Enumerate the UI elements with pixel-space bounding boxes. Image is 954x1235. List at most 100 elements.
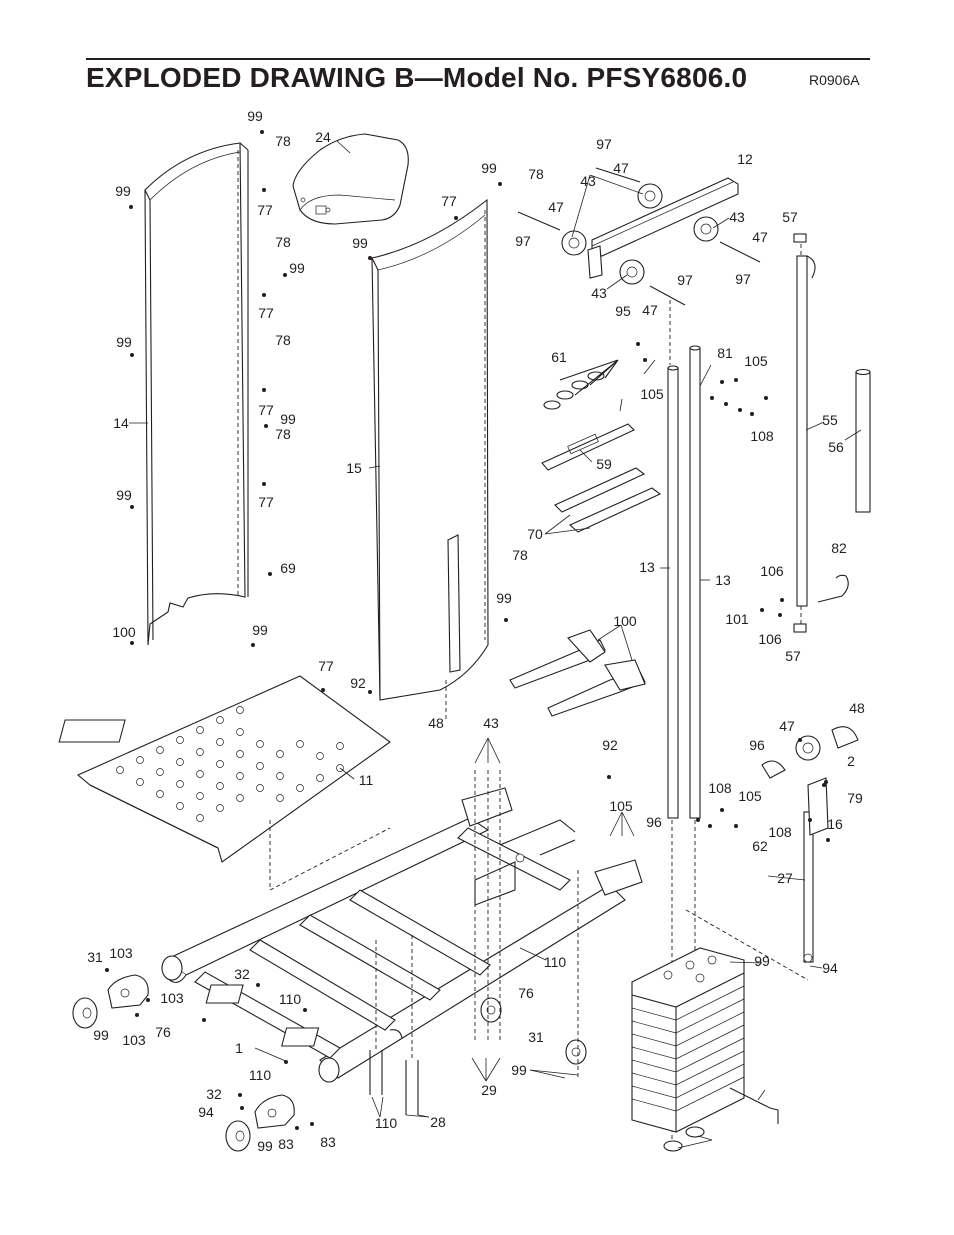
part-label: 31 (528, 1029, 544, 1045)
fastener-dots (105, 130, 830, 1130)
part-label: 99 (257, 1138, 273, 1154)
bolts-83 (369, 935, 419, 1115)
part-label: 99 (289, 260, 305, 276)
part-label: 96 (749, 737, 765, 753)
part-label: 56 (828, 439, 844, 455)
part-label: 110 (249, 1067, 272, 1083)
feet-29 (663, 1126, 705, 1152)
part-label: 78 (512, 547, 528, 563)
part-label: 99 (754, 953, 770, 969)
cable-set-61 (543, 359, 619, 410)
part-label: 97 (596, 136, 612, 152)
part-label: 28 (430, 1114, 446, 1130)
part-label: 81 (717, 345, 733, 361)
part-label: 61 (551, 349, 567, 365)
part-label: 106 (760, 563, 784, 579)
header-rule (86, 58, 870, 60)
part-label: 99 (280, 411, 296, 427)
part-label: 77 (441, 193, 457, 209)
part-label: 48 (428, 715, 444, 731)
part-label: 48 (849, 700, 865, 716)
part-label: 94 (198, 1104, 214, 1120)
part-label: 43 (483, 715, 499, 731)
fasteners-92 (474, 737, 635, 1080)
part-label: 78 (275, 234, 291, 250)
drawing-code: R0906A (809, 72, 860, 88)
part-label: 99 (116, 334, 132, 350)
part-label: 43 (729, 209, 745, 225)
part-label: 99 (496, 590, 512, 606)
part-label: 47 (752, 229, 768, 245)
leader-lines (129, 140, 862, 1149)
part-label: 12 (737, 151, 753, 167)
part-label: 55 (822, 412, 838, 428)
handles-69 (509, 629, 646, 717)
part-label: 105 (640, 386, 664, 402)
part-label: 99 (511, 1062, 527, 1078)
straps-70 (554, 467, 662, 533)
part-label: 100 (112, 624, 136, 640)
part-label: 76 (518, 985, 534, 1001)
shroud-14 (144, 142, 249, 646)
part-label: 103 (109, 945, 133, 961)
caster-76-left (205, 984, 502, 1023)
platform-holes (116, 706, 344, 822)
part-label: 47 (779, 718, 795, 734)
pulley-43-lower (761, 726, 859, 779)
part-label: 76 (155, 1024, 171, 1040)
endcap-31-upper (107, 974, 149, 1009)
part-label: 82 (831, 540, 847, 556)
shroud-15 (371, 198, 489, 720)
weight-stack-27 (631, 909, 809, 1133)
part-label: 77 (258, 494, 274, 510)
part-label: 108 (768, 824, 792, 840)
part-label: 94 (822, 960, 838, 976)
tube-55 (793, 233, 816, 633)
part-label: 77 (257, 202, 273, 218)
part-label: 97 (735, 271, 751, 287)
part-label: 99 (252, 622, 268, 638)
part-label: 70 (527, 526, 543, 542)
tube-56 (855, 368, 871, 513)
part-label: 100 (613, 613, 637, 629)
part-label: 96 (646, 814, 662, 830)
part-label: 77 (258, 305, 274, 321)
part-label: 101 (725, 611, 749, 627)
part-label: 15 (346, 460, 362, 476)
part-label: 16 (827, 816, 843, 832)
part-label: 77 (258, 402, 274, 418)
part-label: 78 (275, 426, 291, 442)
part-label: 110 (544, 954, 567, 970)
handle-82 (817, 574, 849, 603)
part-label: 69 (280, 560, 296, 576)
part-label: 59 (596, 456, 612, 472)
part-label: 14 (113, 415, 129, 431)
part-label: 77 (318, 658, 334, 674)
part-label: 43 (591, 285, 607, 301)
part-label: 11 (359, 772, 374, 788)
part-label: 108 (750, 428, 774, 444)
part-label: 83 (320, 1134, 336, 1150)
part-label: 31 (87, 949, 103, 965)
part-label: 29 (481, 1082, 497, 1098)
part-label: 27 (777, 870, 793, 886)
part-label: 110 (279, 991, 302, 1007)
part-label: 110 (375, 1115, 398, 1131)
wheel-32-lower (225, 1120, 251, 1152)
part-label: 13 (639, 559, 655, 575)
selector-rod-16 (803, 777, 829, 963)
part-label: 103 (122, 1032, 146, 1048)
part-label: 78 (275, 133, 291, 149)
part-label: 99 (115, 183, 131, 199)
part-label: 106 (758, 631, 782, 647)
part-label: 32 (206, 1086, 222, 1102)
part-label: 43 (580, 173, 596, 189)
part-label: 47 (548, 199, 564, 215)
platform-2 (58, 675, 391, 891)
part-label: 95 (615, 303, 631, 319)
part-label: 99 (352, 235, 368, 251)
strap-59 (541, 423, 635, 471)
part-label: 92 (602, 737, 618, 753)
